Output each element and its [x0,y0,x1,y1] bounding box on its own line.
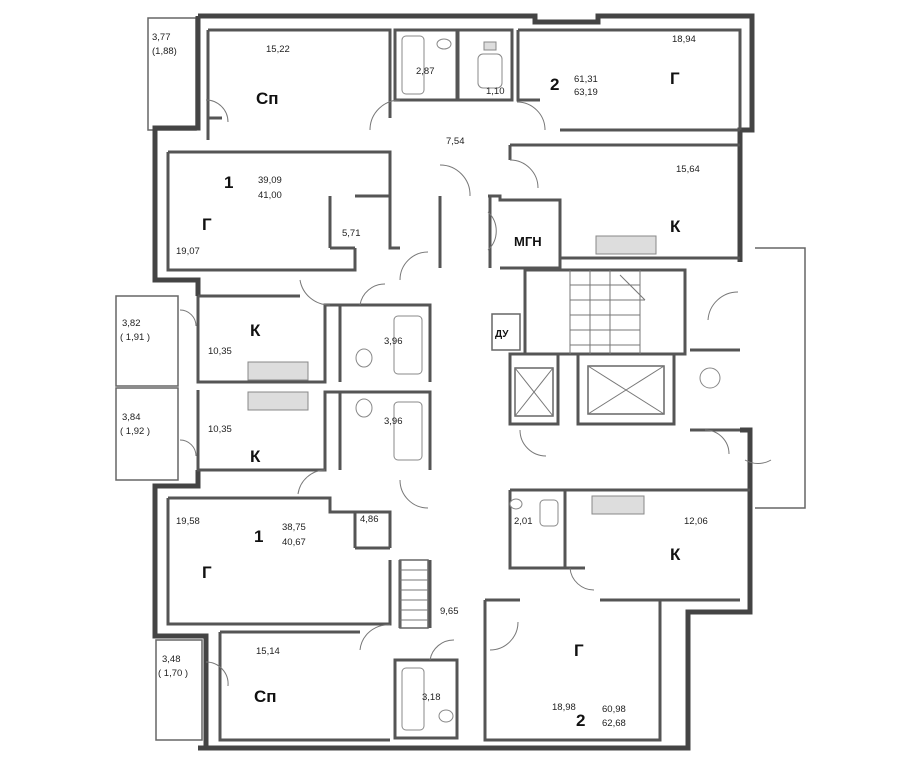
balcony-right [755,247,806,509]
room-types: Сп Г К Г К К Г К Сп Г [202,69,681,706]
balcony-bottom-area: 3,48 [162,654,181,665]
apt-tr-total: 63,19 [574,87,598,98]
balcony-left2-area: 3,84 [122,412,141,423]
apt-br-living: 60,98 [602,704,626,715]
apt-1b-living: 38,75 [282,522,306,533]
area-bath-a2: 3,96 [384,416,403,427]
balcony-bottom-left [155,639,203,741]
apt-1b-total: 40,67 [282,537,306,548]
area-hall-a3: 4,86 [360,514,379,525]
balcony-left1-reduced: ( 1,91 ) [120,332,150,343]
type-k-a1: К [250,321,261,340]
area-sp-top: 15,22 [266,44,290,55]
type-g-br: Г [574,641,584,660]
apt-tr-living: 61,31 [574,74,598,85]
apt-1a-number: 1 [224,173,233,192]
type-sp-top: Сп [256,89,279,108]
balcony-top-area: 3,77 [152,32,171,43]
type-sp-bot: Сп [254,687,277,706]
type-k-br: К [670,545,681,564]
apt-1a-total: 41,00 [258,190,282,201]
area-k-a2: 10,35 [208,424,232,435]
apt-tr-number: 2 [550,75,559,94]
area-g-a3: 19,58 [176,516,200,527]
area-bath-a1: 3,96 [384,336,403,347]
area-g-a1: 19,07 [176,246,200,257]
room-areas: 15,22 2,87 1,10 7,54 18,94 15,64 19,07 5… [176,34,708,713]
fixtures [247,35,721,731]
doors [179,99,772,687]
area-sp-bot: 15,14 [256,646,280,657]
area-hall-bot: 9,65 [440,606,459,617]
type-k-a2: К [250,447,261,466]
area-bath-top: 2,87 [416,66,435,77]
apt-br-number: 2 [576,711,585,730]
area-g-br: 18,98 [552,702,576,713]
area-g-tr: 18,94 [672,34,696,45]
balcony-left-2 [115,387,179,481]
balcony-left1-area: 3,82 [122,318,141,329]
balcony-left2-reduced: ( 1,92 ) [120,426,150,437]
area-wc-br: 2,01 [514,516,533,527]
area-hall-top: 7,54 [446,136,465,147]
balcony-left-1 [115,295,179,387]
apartment-labels: 2 61,31 63,19 1 39,09 41,00 1 38,75 40,6… [224,74,626,730]
balcony-bottom-reduced: ( 1,70 ) [158,668,188,679]
apt-1b-number: 1 [254,527,263,546]
du-box [491,313,521,351]
area-wc-top: 1,10 [486,86,505,97]
area-k-a1: 10,35 [208,346,232,357]
balcony-top-reduced: (1,88) [152,46,177,57]
stair-core [399,270,665,629]
apt-1a-living: 39,09 [258,175,282,186]
area-k-br: 12,06 [684,516,708,527]
type-g-a1: Г [202,215,212,234]
apt-br-total: 62,68 [602,718,626,729]
area-k-tr: 15,64 [676,164,700,175]
type-g-tr: Г [670,69,680,88]
balcony-labels: 3,77 (1,88) 3,82 ( 1,91 ) 3,84 ( 1,92 ) … [120,32,188,679]
area-hall-a1: 5,71 [342,228,361,239]
area-bath-bot: 3,18 [422,692,441,703]
du-label: ДУ [495,329,509,340]
type-k-tr: К [670,217,681,236]
type-g-a3: Г [202,563,212,582]
mgn-label: МГН [514,234,542,249]
outer-walls [152,13,755,751]
inner-walls [166,28,750,742]
